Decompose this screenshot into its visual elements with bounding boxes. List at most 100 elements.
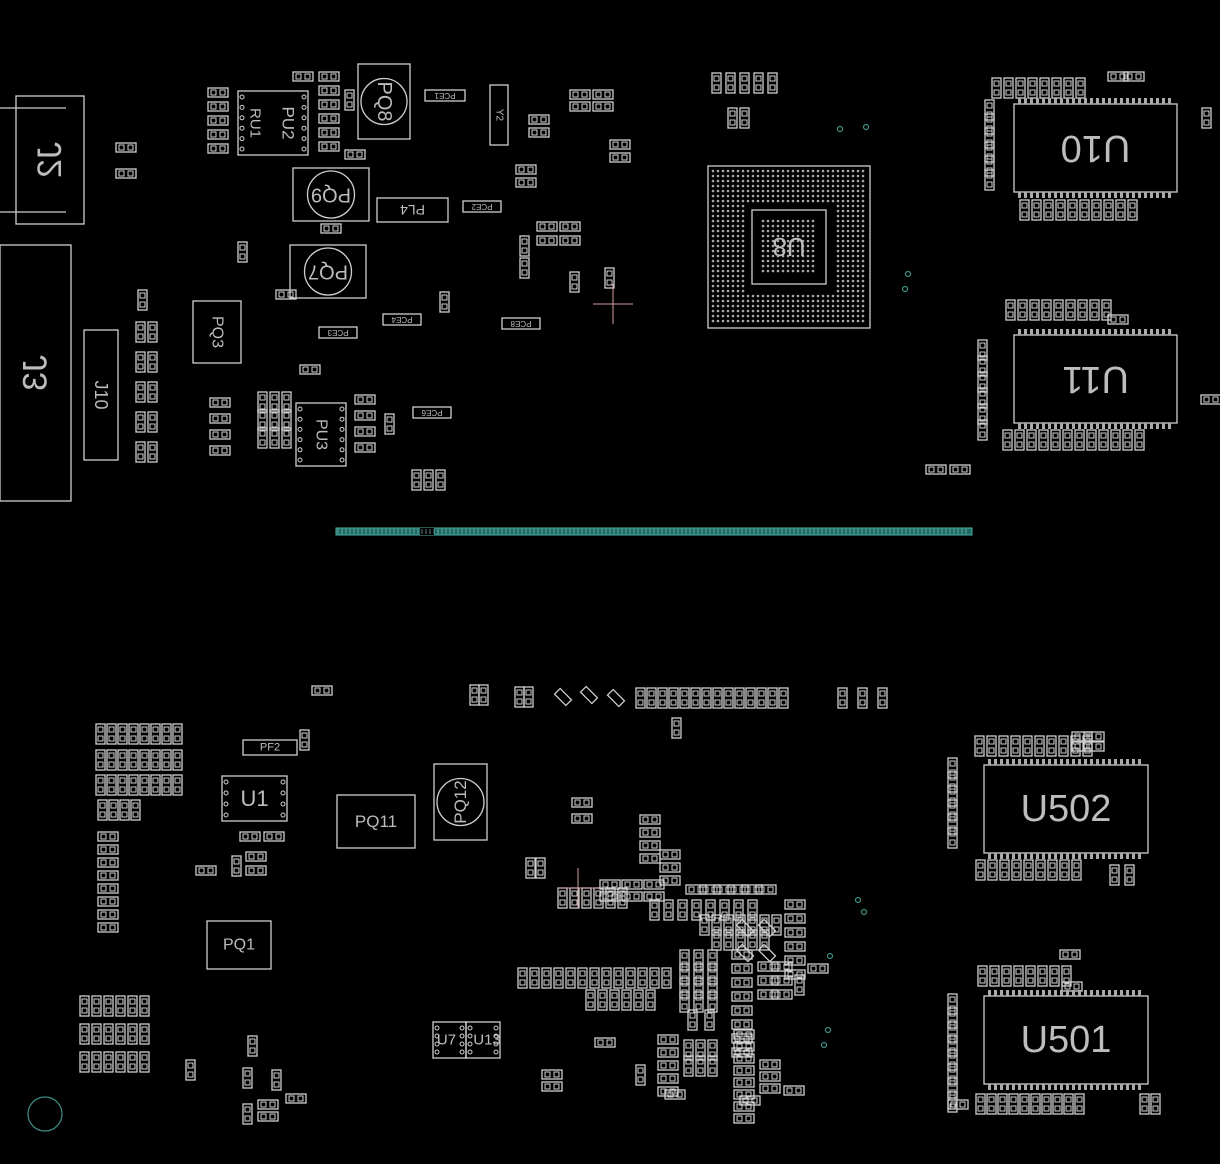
passive-component[interactable]: [91, 995, 102, 1017]
passive-component[interactable]: [605, 887, 616, 909]
passive-component[interactable]: [1091, 199, 1102, 221]
passive-component[interactable]: [723, 914, 734, 936]
passive-component[interactable]: [613, 967, 624, 989]
passive-component[interactable]: [1083, 741, 1105, 752]
passive-component[interactable]: [725, 72, 736, 94]
passive-component[interactable]: [106, 774, 117, 796]
passive-component[interactable]: [1200, 394, 1220, 405]
passive-component[interactable]: [91, 1051, 102, 1073]
component-j10[interactable]: J10: [83, 329, 119, 461]
passive-component[interactable]: [1059, 949, 1081, 960]
passive-component[interactable]: [245, 851, 267, 862]
component-j2[interactable]: J2: [15, 95, 85, 225]
passive-component[interactable]: [1061, 965, 1072, 987]
passive-component[interactable]: [553, 967, 564, 989]
component-pq1[interactable]: PQ1: [206, 920, 272, 970]
passive-component[interactable]: [569, 101, 591, 112]
passive-component[interactable]: [299, 364, 321, 375]
passive-component[interactable]: [977, 403, 988, 425]
passive-component[interactable]: [984, 169, 995, 191]
passive-component[interactable]: [1022, 735, 1033, 757]
passive-component[interactable]: [747, 929, 758, 951]
passive-component[interactable]: [1201, 107, 1212, 129]
passive-component[interactable]: [263, 831, 285, 842]
passive-component[interactable]: [128, 774, 139, 796]
passive-component[interactable]: [1071, 741, 1093, 752]
passive-component[interactable]: [1086, 429, 1097, 451]
passive-component[interactable]: [975, 859, 986, 881]
passive-component[interactable]: [999, 859, 1010, 881]
passive-component[interactable]: [411, 469, 422, 491]
passive-component[interactable]: [1065, 299, 1076, 321]
component-j3[interactable]: J3: [0, 244, 72, 502]
component-pq7[interactable]: PQ7: [289, 244, 367, 299]
passive-component[interactable]: [103, 1023, 114, 1045]
passive-component[interactable]: [1058, 735, 1069, 757]
passive-component[interactable]: [106, 749, 117, 771]
rotated-component[interactable]: [735, 943, 755, 963]
component-u501[interactable]: U501: [983, 990, 1149, 1090]
passive-component[interactable]: [207, 115, 229, 126]
passive-component[interactable]: [108, 799, 119, 821]
passive-component[interactable]: [529, 967, 540, 989]
passive-component[interactable]: [517, 967, 528, 989]
passive-component[interactable]: [755, 884, 777, 895]
passive-component[interactable]: [478, 684, 489, 706]
passive-component[interactable]: [245, 865, 267, 876]
passive-component[interactable]: [195, 865, 217, 876]
component-u8[interactable]: U8: [707, 165, 871, 329]
passive-component[interactable]: [139, 1023, 150, 1045]
passive-component[interactable]: [97, 922, 119, 933]
passive-component[interactable]: [559, 235, 581, 246]
passive-component[interactable]: [711, 72, 722, 94]
passive-component[interactable]: [423, 469, 434, 491]
passive-component[interactable]: [97, 909, 119, 920]
passive-component[interactable]: [733, 899, 744, 921]
passive-component[interactable]: [209, 397, 231, 408]
passive-component[interactable]: [185, 1059, 196, 1081]
passive-component[interactable]: [247, 1035, 258, 1057]
passive-component[interactable]: [95, 723, 106, 745]
passive-component[interactable]: [1127, 199, 1138, 221]
passive-component[interactable]: [635, 1064, 646, 1086]
passive-component[interactable]: [977, 339, 988, 361]
rotated-component[interactable]: [553, 687, 573, 707]
passive-component[interactable]: [569, 271, 580, 293]
component-pf2[interactable]: PF2: [242, 739, 298, 756]
passive-component[interactable]: [693, 991, 704, 1013]
passive-component[interactable]: [704, 1009, 715, 1031]
passive-component[interactable]: [469, 684, 480, 706]
passive-component[interactable]: [231, 855, 242, 877]
passive-component[interactable]: [97, 799, 108, 821]
passive-component[interactable]: [1023, 859, 1034, 881]
passive-component[interactable]: [354, 442, 376, 453]
passive-component[interactable]: [1103, 199, 1114, 221]
passive-component[interactable]: [207, 129, 229, 140]
rotated-component[interactable]: [735, 918, 755, 938]
passive-component[interactable]: [79, 1023, 90, 1045]
passive-component[interactable]: [541, 1069, 563, 1080]
passive-component[interactable]: [384, 413, 395, 435]
passive-component[interactable]: [1124, 864, 1135, 886]
passive-component[interactable]: [209, 413, 231, 424]
passive-component[interactable]: [97, 896, 119, 907]
passive-component[interactable]: [747, 899, 758, 921]
passive-component[interactable]: [756, 687, 767, 709]
passive-component[interactable]: [1050, 429, 1061, 451]
passive-component[interactable]: [1123, 71, 1145, 82]
passive-component[interactable]: [759, 1071, 781, 1082]
passive-component[interactable]: [1013, 965, 1024, 987]
passive-component[interactable]: [128, 749, 139, 771]
passive-component[interactable]: [269, 391, 280, 413]
passive-component[interactable]: [281, 427, 292, 449]
passive-component[interactable]: [79, 1051, 90, 1073]
passive-component[interactable]: [150, 723, 161, 745]
passive-component[interactable]: [318, 127, 340, 138]
passive-component[interactable]: [731, 1019, 753, 1030]
passive-component[interactable]: [285, 1093, 307, 1104]
passive-component[interactable]: [723, 687, 734, 709]
passive-component[interactable]: [117, 774, 128, 796]
passive-component[interactable]: [604, 267, 615, 289]
passive-component[interactable]: [707, 991, 718, 1013]
passive-component[interactable]: [150, 774, 161, 796]
